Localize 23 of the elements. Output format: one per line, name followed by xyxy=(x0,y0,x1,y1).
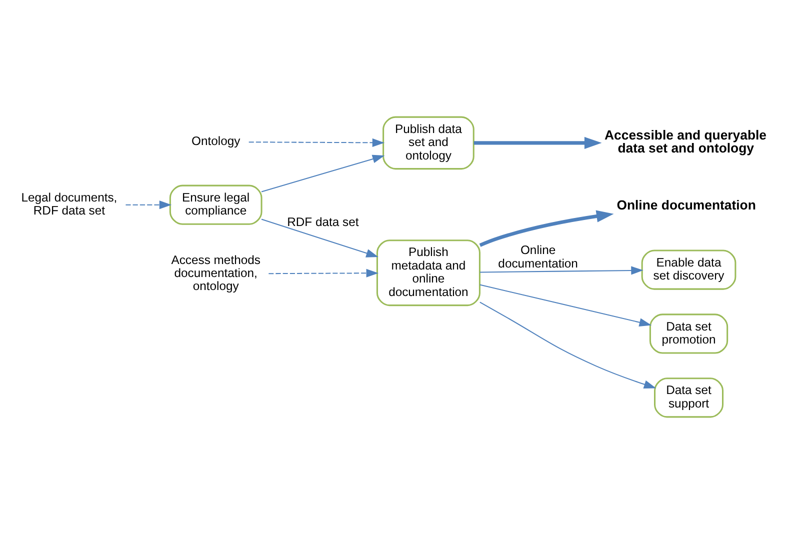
arrow xyxy=(268,268,378,277)
edge-label: RDF data set xyxy=(287,214,359,228)
node-box: Ensure legal compliance xyxy=(169,184,262,224)
node-box: Data set promotion xyxy=(649,313,728,354)
node-box: Enable data set discovery xyxy=(641,249,736,290)
node-text: Access methods documentation, ontology xyxy=(171,252,260,293)
node-box: Publish metadata and online documentation xyxy=(376,239,480,306)
arrow xyxy=(479,210,614,246)
node-text: Accessible and queryable data set and ontology xyxy=(604,126,767,155)
node-text: Online documentation xyxy=(616,196,756,212)
arrow xyxy=(261,218,378,257)
node-box: Data set support xyxy=(654,377,724,418)
node-text: Legal documents, RDF data set xyxy=(21,190,118,218)
arrow xyxy=(480,284,652,326)
node-box: Publish data set and ontology xyxy=(382,116,474,170)
node-text: Ontology xyxy=(192,134,240,148)
edge-label: Online documentation xyxy=(498,242,578,270)
arrow xyxy=(480,301,656,388)
arrow xyxy=(261,154,385,192)
arrow xyxy=(126,200,172,209)
arrow xyxy=(480,266,644,274)
arrow xyxy=(248,138,385,146)
arrow xyxy=(474,136,602,148)
